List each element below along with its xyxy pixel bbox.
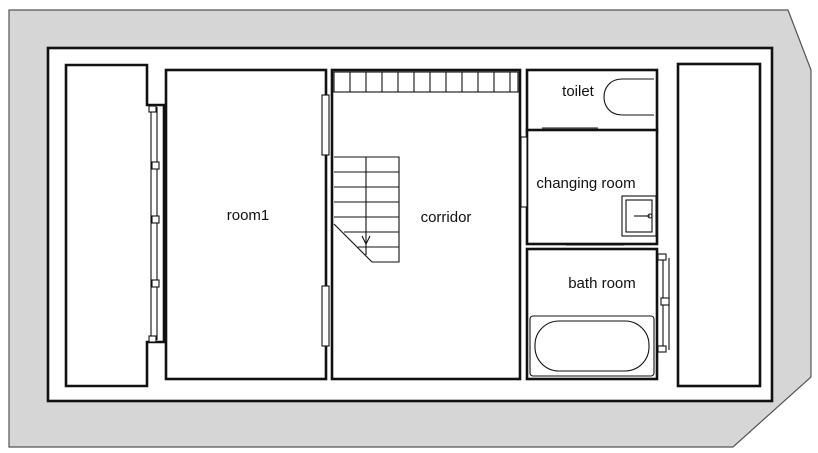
corridor (330, 68, 522, 381)
corridor-label: corridor (421, 209, 472, 226)
toilet-bowl (603, 78, 654, 116)
left-window (148, 105, 160, 343)
left-wall-block (64, 63, 166, 388)
room1-corridor-openings (321, 94, 330, 347)
washbasin (621, 195, 657, 237)
changing-room-door (520, 136, 528, 208)
right-window (657, 253, 670, 353)
bath-room-door (566, 244, 624, 250)
toilet-label: toilet (562, 83, 595, 100)
room1 (164, 68, 328, 381)
toilet (525, 68, 659, 134)
right-wall-block (676, 62, 762, 388)
bathtub (529, 315, 655, 377)
corridor-louvers (333, 71, 519, 93)
staircase (333, 156, 400, 263)
changing-room-label: changing room (536, 175, 635, 192)
room1-label: room1 (227, 207, 270, 224)
bath-room-label: bath room (568, 275, 636, 292)
